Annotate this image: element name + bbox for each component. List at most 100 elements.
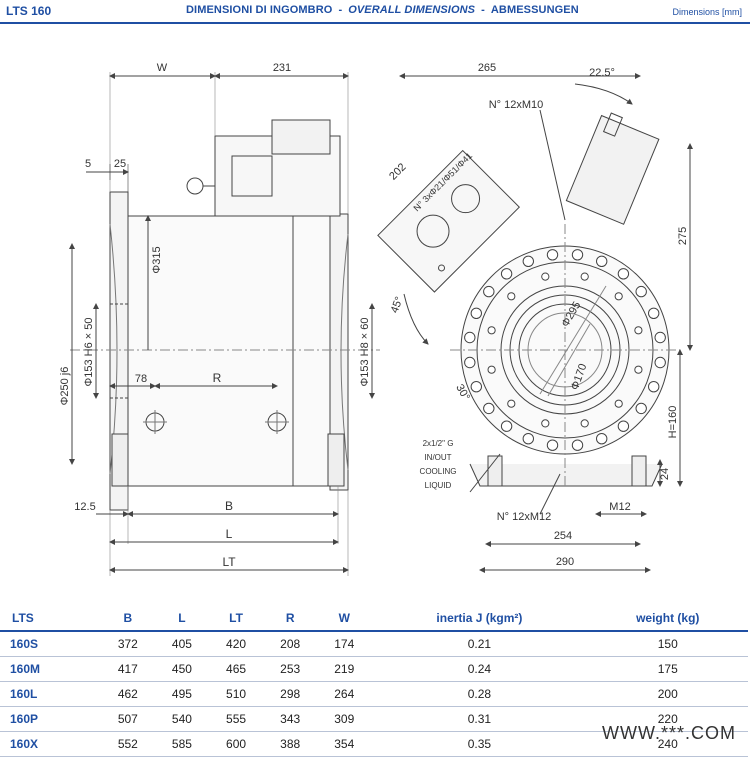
bolt-hole xyxy=(464,331,476,344)
coolant-label-1: 2x1/2" G xyxy=(423,439,454,448)
dimensions-title: DIMENSIONI DI INGOMBRO-OVERALL DIMENSION… xyxy=(186,4,579,16)
dim-153-left: Φ153 H6 × 50 xyxy=(83,317,95,386)
bolt-hole xyxy=(470,381,482,393)
bolt-hole xyxy=(580,419,589,428)
dim-5: 5 xyxy=(85,158,91,170)
bolt-hole xyxy=(500,268,513,280)
encoder-box-front xyxy=(565,114,660,225)
cell: 0.28 xyxy=(371,681,588,707)
bolt-hole xyxy=(500,420,513,432)
dim-265: 265 xyxy=(478,62,496,74)
cell: 150 xyxy=(587,631,748,657)
right-foot-front xyxy=(631,455,647,487)
cell: 253 xyxy=(263,656,318,682)
cell: 420 xyxy=(209,631,264,657)
bolt-hole xyxy=(507,399,516,408)
bolt-hole xyxy=(634,326,643,335)
col-header: LTS xyxy=(0,606,101,632)
watermark: WWW.***.COM xyxy=(602,723,736,743)
dim-231: 231 xyxy=(273,62,291,74)
cell: 585 xyxy=(154,731,209,757)
cell: 264 xyxy=(317,681,372,707)
header-rule xyxy=(0,22,750,24)
dim-315: Φ315 xyxy=(151,246,163,273)
col-header: weight (kg) xyxy=(587,606,748,632)
bolt-hole xyxy=(654,331,666,344)
bolt-hole xyxy=(541,272,550,281)
table-row: 160L 462 495 510 298 264 0.28 200 xyxy=(0,681,748,707)
col-header: R xyxy=(263,606,318,632)
left-foot-front xyxy=(487,455,503,487)
bolt-hole xyxy=(596,255,608,268)
cell: 600 xyxy=(209,731,264,757)
cell: 200 xyxy=(587,681,748,707)
table-row: 160P 507 540 555 343 309 0.31 220 xyxy=(0,706,748,732)
cell-model: 160X xyxy=(0,731,101,757)
cell: 495 xyxy=(154,681,209,707)
cell: 208 xyxy=(263,631,318,657)
bolt-hole xyxy=(571,249,584,261)
dim-78: 78 xyxy=(135,373,147,385)
dim-r: R xyxy=(213,371,222,385)
bolt-hole xyxy=(546,249,559,261)
cell: 372 xyxy=(100,631,155,657)
cell: 0.31 xyxy=(371,706,588,732)
cell: 309 xyxy=(317,706,372,732)
angle-22-5: 22.5° xyxy=(589,67,615,79)
table-row: 160S 372 405 420 208 174 0.21 150 xyxy=(0,631,748,657)
bolt-hole xyxy=(648,381,660,393)
cell: 507 xyxy=(100,706,155,732)
dim-l: L xyxy=(226,527,233,541)
units-label: Dimensions [mm] xyxy=(672,7,742,17)
col-header: B xyxy=(100,606,155,632)
cell: 510 xyxy=(209,681,264,707)
side-view xyxy=(69,72,380,576)
angle-45: 45° xyxy=(389,295,406,315)
cell: 417 xyxy=(100,656,155,682)
bolt-hole xyxy=(507,292,516,301)
bolt-hole xyxy=(614,399,623,408)
col-header: L xyxy=(154,606,209,632)
model-title: LTS 160 xyxy=(6,4,52,18)
bolt-hole xyxy=(470,307,482,319)
bolt-hole xyxy=(546,439,559,451)
dim-254: 254 xyxy=(554,530,572,542)
cell: 298 xyxy=(263,681,318,707)
title-italian: DIMENSIONI DI INGOMBRO xyxy=(186,4,333,16)
table-row: 160M 417 450 465 253 219 0.24 175 xyxy=(0,656,748,682)
bolt-hole xyxy=(580,272,589,281)
cell: 175 xyxy=(587,656,748,682)
cell: 343 xyxy=(263,706,318,732)
cell: 0.21 xyxy=(371,631,588,657)
left-foot xyxy=(111,433,129,487)
title-separator: - xyxy=(338,4,343,16)
table-header-row: LTS B L LT R W inertia J (kgm²) weight (… xyxy=(0,606,748,632)
bolt-circle xyxy=(464,249,666,451)
dim-24: 24 xyxy=(659,468,671,480)
col-header: inertia J (kgm²) xyxy=(371,606,588,632)
front-view xyxy=(377,73,693,573)
encoder-box xyxy=(271,119,331,155)
bolt-hole xyxy=(654,356,666,369)
cell-model: 160M xyxy=(0,656,101,682)
dim-202: 202 xyxy=(387,161,408,182)
cell: 405 xyxy=(154,631,209,657)
bolt-hole xyxy=(635,285,647,298)
title-german: ABMESSUNGEN xyxy=(490,4,579,16)
cell-model: 160L xyxy=(0,681,101,707)
cell: 220 xyxy=(587,706,748,732)
right-foot xyxy=(327,433,345,487)
bolt-hole xyxy=(617,268,630,280)
cell: 219 xyxy=(317,656,372,682)
cell-model: 160P xyxy=(0,706,101,732)
dim-290: 290 xyxy=(556,556,574,568)
dim-25: 25 xyxy=(114,158,126,170)
bolt-hole xyxy=(614,292,623,301)
bolt-hole xyxy=(522,433,534,445)
dim-b: B xyxy=(225,499,233,513)
cell: 450 xyxy=(154,656,209,682)
dim-12-5: 12.5 xyxy=(74,501,95,513)
title-separator: - xyxy=(481,4,485,16)
cell: 174 xyxy=(317,631,372,657)
title-english: OVERALL DIMENSIONS xyxy=(348,4,476,16)
